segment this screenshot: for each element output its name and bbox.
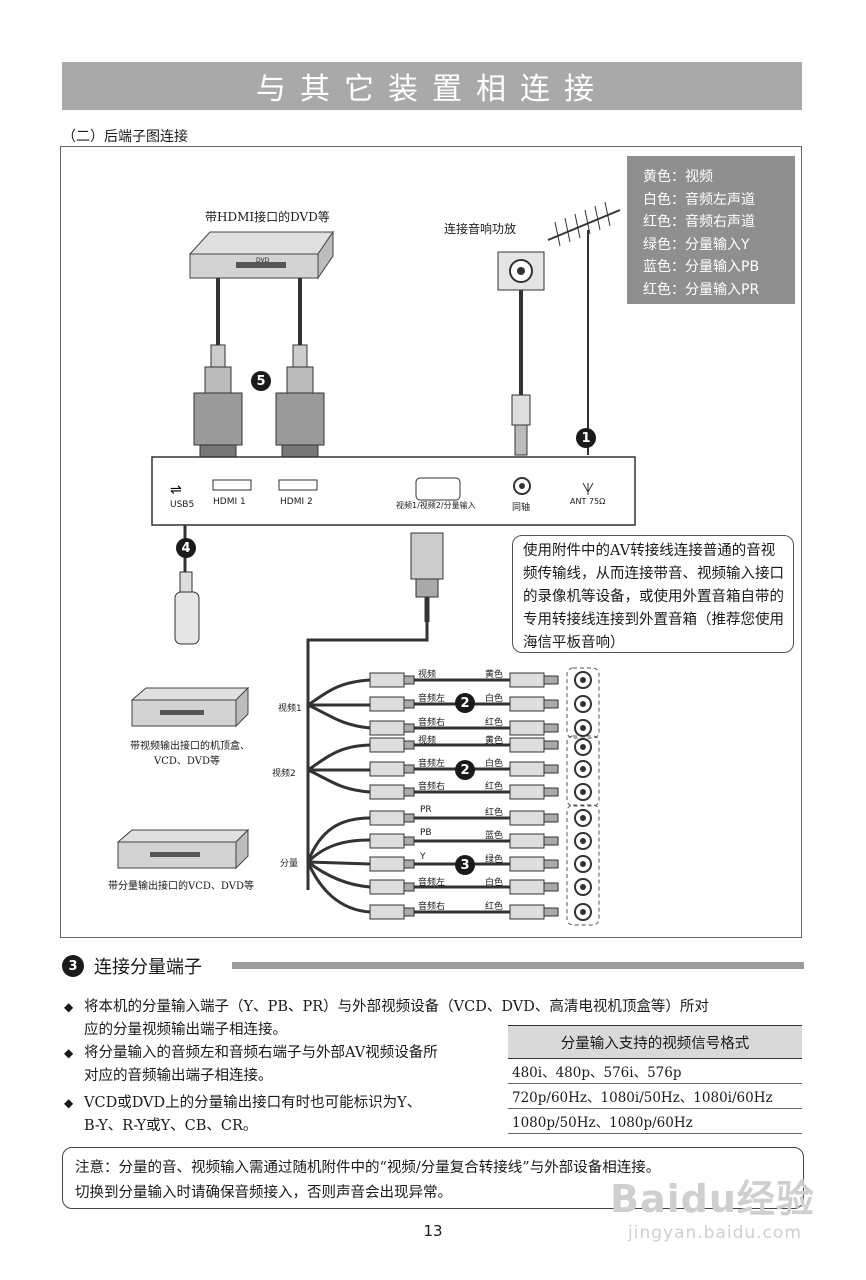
notice-line: 切换到分量输入时请确保音频接入，否则声音会出现异常。 <box>75 1185 452 1201</box>
bullet-line: B-Y、R-Y或Y、CB、CR。 <box>84 1118 258 1134</box>
section-label: （二）后端子图连接 <box>62 129 188 145</box>
bullet-line: 将本机的分量输入端子（Y、PB、PR）与外部视频设备（VCD、DVD、高清电视机… <box>84 999 709 1015</box>
watermark-brand: Baidu经验 <box>610 1177 815 1221</box>
amp-label: 连接音响功放 <box>444 222 517 236</box>
format-table-row: 480i、480p、576i、576p <box>508 1059 802 1084</box>
group-video1-label: 视频1 <box>278 704 302 714</box>
section3-rule <box>232 962 804 969</box>
cable-label-right: 黄色 <box>485 736 504 746</box>
port-vga-label: 视频1/视频2/分量输入 <box>396 501 476 510</box>
port-coax-label: 同轴 <box>512 503 531 513</box>
port-usb-label: USB5 <box>170 500 195 510</box>
hdmi-plug-left <box>193 344 243 470</box>
svg-text:⇌: ⇌ <box>170 482 182 498</box>
video-format-table: 分量输入支持的视频信号格式 480i、480p、576i、576p 720p/6… <box>508 1025 802 1134</box>
port-hdmi2-label: HDMI 2 <box>280 497 313 507</box>
legend-item: 红色：音频右声道 <box>643 214 755 230</box>
cable-label-left: 音频左 <box>418 759 446 769</box>
step-badge-3: 3 <box>455 855 475 875</box>
cable-label-left: 音频左 <box>418 878 446 888</box>
tv-back-panel: ⇌ <box>151 456 636 526</box>
bullet-line: 对应的音频输出端子相连接。 <box>84 1068 273 1084</box>
cable-label-right: 红色 <box>485 808 504 818</box>
audio-amplifier <box>497 251 545 456</box>
cable-label-right: 蓝色 <box>485 831 504 841</box>
step-badge-5: 5 <box>251 371 271 391</box>
bullet-item: ◆ 将本机的分量输入端子（Y、PB、PR）与外部视频设备（VCD、DVD、高清电… <box>64 996 709 1042</box>
legend-item: 红色：分量输入PR <box>643 281 760 298</box>
bullet-line: 应的分量视频输出端子相连接。 <box>84 1022 287 1038</box>
cable-label-right: 绿色 <box>485 855 504 865</box>
page-title: 与其它装置相连接 <box>256 72 608 107</box>
notice-box: 注意：分量的音、视频输入需通过随机附件中的“视频/分量复合转接线”与外部设备相连… <box>62 1147 804 1209</box>
cable-label-left: 音频右 <box>418 782 446 792</box>
bullet-mark: ◆ <box>64 1046 74 1060</box>
cable-label-right: 白色 <box>485 878 504 888</box>
group-video2-label: 视频2 <box>272 769 296 779</box>
component-av-adapter <box>306 532 444 890</box>
dvd-player-hdmi <box>188 230 334 280</box>
format-table-row: 1080p/50Hz、1080p/60Hz <box>508 1109 802 1134</box>
av-device-label-1: 带视频输出接口的机顶盒、 <box>130 741 250 752</box>
page-title-bar: 与其它装置相连接 <box>62 62 802 110</box>
antenna <box>547 201 621 455</box>
section3-heading: 3 连接分量端子 <box>62 953 202 979</box>
group-component-label: 分量 <box>280 859 299 869</box>
hdmi-plug-right <box>275 344 325 470</box>
cable-label-right: 白色 <box>485 694 504 704</box>
watermark-url: jingyan.baidu.com <box>628 1223 802 1243</box>
bullet-item: ◆ VCD或DVD上的分量输出接口有时也可能标识为Y、 B-Y、R-Y或Y、CB… <box>64 1092 421 1138</box>
port-ant-label: ANT 75Ω <box>570 497 606 506</box>
dvd-logo: DVD <box>256 257 270 264</box>
cable-label-right: 红色 <box>485 782 504 792</box>
bullet-mark: ◆ <box>64 1096 74 1110</box>
legend-item: 绿色：分量输入Y <box>643 236 750 253</box>
cable-label-left: 音频左 <box>418 694 446 704</box>
legend-item: 黄色：视频 <box>643 169 713 185</box>
cable-label-right: 黄色 <box>485 670 504 680</box>
av-adapter-note: 使用附件中的AV转接线连接普通的音视频传输线，从而连接带音、视频输入接口的录像机… <box>512 535 794 653</box>
bullet-item: ◆ 将分量输入的音频左和音频右端子与外部AV视频设备所 对应的音频输出端子相连接… <box>64 1042 438 1088</box>
step-badge-1: 1 <box>576 428 596 448</box>
page-number: 13 <box>423 1222 443 1240</box>
cable-label-left: PB <box>420 828 432 838</box>
watermark: Baidu经验 jingyan.baidu.com <box>610 1168 815 1243</box>
cable-label-right: 红色 <box>485 718 504 728</box>
cable-label-left: 音频右 <box>418 902 446 912</box>
step-badge-4: 4 <box>176 538 196 558</box>
av-device-component <box>116 828 250 870</box>
port-hdmi1-label: HDMI 1 <box>213 497 246 507</box>
cable-label-left: 视频 <box>418 736 437 746</box>
rca-plug-rows <box>369 672 559 920</box>
step-badge-2a: 2 <box>455 693 475 713</box>
av-device-label-2: VCD、DVD等 <box>154 756 220 767</box>
format-table-header: 分量输入支持的视频信号格式 <box>508 1025 802 1059</box>
cable-label-left: 音频右 <box>418 718 446 728</box>
section3-title: 连接分量端子 <box>94 957 202 978</box>
comp-device-label: 带分量输出接口的VCD、DVD等 <box>108 881 254 892</box>
cable-label-left: PR <box>420 805 432 815</box>
bullet-line: VCD或DVD上的分量输出接口有时也可能标识为Y、 <box>84 1095 422 1111</box>
dvd-hdmi-label: 带HDMI接口的DVD等 <box>205 210 330 224</box>
notice-line: 注意：分量的音、视频输入需通过随机附件中的“视频/分量复合转接线”与外部设备相连… <box>75 1160 661 1176</box>
bullet-line: 将分量输入的音频左和音频右端子与外部AV视频设备所 <box>84 1045 438 1061</box>
legend-item: 白色：音频左声道 <box>643 191 755 208</box>
cable-label-left: Y <box>420 852 426 862</box>
bullet-mark: ◆ <box>64 1000 74 1014</box>
legend-item: 蓝色：分量输入PB <box>643 259 760 275</box>
cable-label-right: 红色 <box>485 902 504 912</box>
color-legend: 黄色：视频 白色：音频左声道 红色：音频右声道 绿色：分量输入Y 蓝色：分量输入… <box>627 156 795 304</box>
section3-number-badge: 3 <box>62 955 84 977</box>
hdmi-cables <box>216 278 302 345</box>
av-device-settop <box>130 686 250 728</box>
step-badge-2b: 2 <box>455 760 475 780</box>
cable-label-right: 白色 <box>485 759 504 769</box>
connection-diagram-frame <box>60 146 802 938</box>
cable-label-left: 视频 <box>418 670 437 680</box>
av-fanout <box>306 678 371 914</box>
rca-jack-panel <box>566 667 600 926</box>
format-table-row: 720p/60Hz、1080i/50Hz、1080i/60Hz <box>508 1084 802 1109</box>
